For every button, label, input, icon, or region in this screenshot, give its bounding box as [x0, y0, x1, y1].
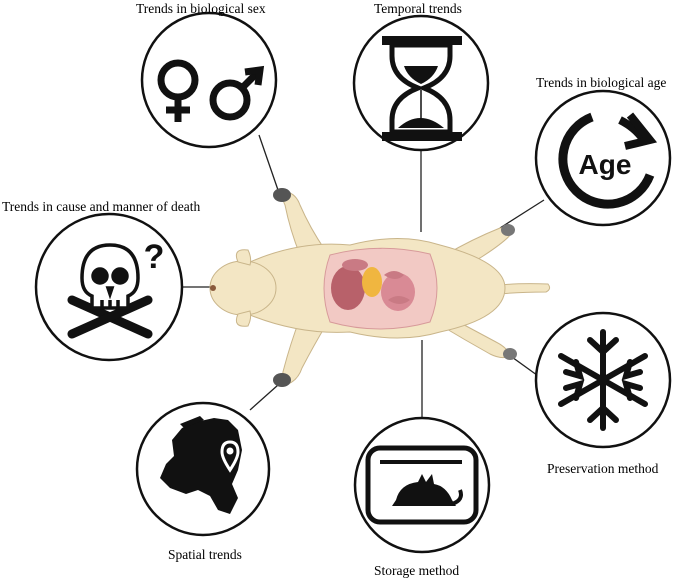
dissected-cat-icon: [209, 188, 551, 387]
label-death: Trends in cause and manner of death: [2, 199, 201, 214]
connector-sex: [258, 134, 279, 191]
female-male-symbols-icon: [157, 59, 265, 122]
snowflake-icon: [558, 329, 648, 431]
label-age: Trends in biological age: [536, 75, 667, 90]
netherlands-map-pin-icon: [160, 416, 242, 514]
label-temporal: Temporal trends: [374, 1, 462, 16]
label-spatial: Spatial trends: [168, 547, 242, 562]
cat-in-freezer-box-icon: [365, 445, 479, 525]
age-icon-text: Age: [579, 149, 632, 180]
label-sex: Trends in biological sex: [136, 1, 266, 16]
connector-lines: [182, 134, 545, 418]
label-preservation: Preservation method: [547, 461, 659, 476]
label-storage: Storage method: [374, 563, 460, 578]
connector-spatial: [249, 384, 279, 411]
connector-age: [499, 199, 545, 229]
question-mark-text: ?: [144, 238, 165, 276]
circular-arrow-age-icon: [558, 112, 658, 209]
skull-crossbones-question-icon: [67, 243, 153, 339]
hourglass-icon: [382, 36, 462, 141]
